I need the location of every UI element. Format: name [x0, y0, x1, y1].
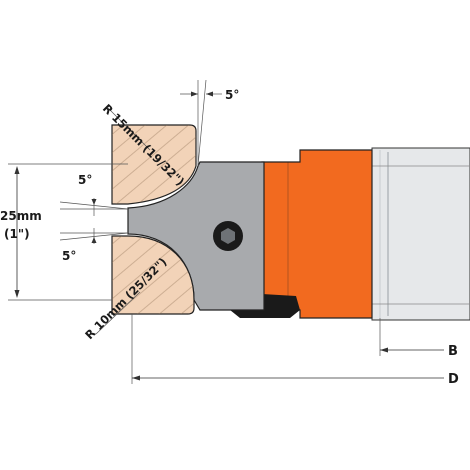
wood-profile-top: [111, 124, 197, 205]
height-mm-label: 25mm: [0, 209, 42, 223]
orange-body-shape: [261, 149, 373, 319]
dim-d-label: D: [448, 372, 459, 387]
dimension-d: [131, 314, 444, 384]
cutter-body: [261, 149, 373, 319]
left-angle-lines: [59, 198, 129, 244]
bore-shaft: [371, 147, 470, 321]
angle-top-label: 5°: [225, 88, 239, 102]
angle-left-lower-label: 5°: [62, 249, 76, 263]
wood-profile-bottom: [111, 235, 195, 315]
dim-b-label: B: [448, 344, 458, 359]
height-in-label: (1"): [4, 227, 30, 241]
angle-left-upper-label: 5°: [78, 173, 92, 187]
height-dimension: [8, 163, 128, 301]
radius-bottom-leader: [95, 291, 141, 335]
radius-top-leader: [107, 107, 151, 151]
dimension-b: [379, 318, 444, 356]
top-angle-lines: [180, 79, 222, 167]
hex-socket-screw-icon: [213, 221, 243, 251]
